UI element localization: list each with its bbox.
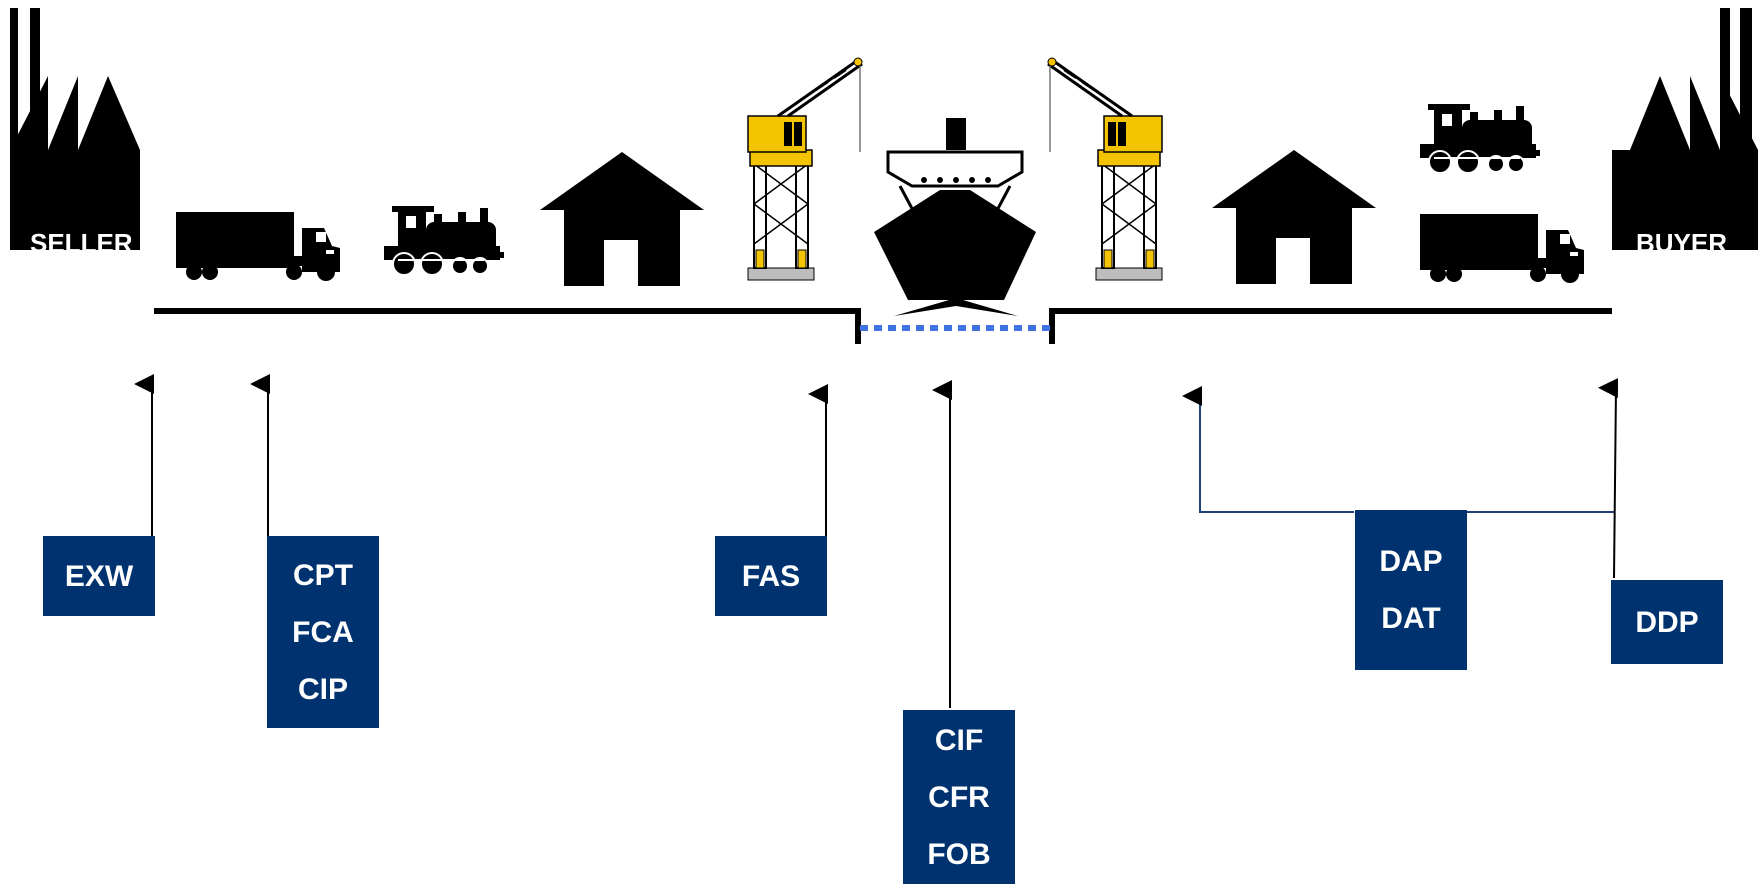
buyer-label: BUYER <box>1636 228 1728 258</box>
seller-factory-icon <box>10 8 140 250</box>
term-label: CIF <box>934 723 984 757</box>
term-box-exw: EXW <box>43 536 155 616</box>
loading-crane-icon <box>746 56 864 282</box>
truck-icon <box>176 212 340 281</box>
term-box-fas: FAS <box>715 536 827 616</box>
warehouse-icon <box>540 152 704 286</box>
term-label: FCA <box>292 615 354 649</box>
term-label: CFR <box>928 780 990 814</box>
term-label: DAP <box>1379 545 1443 578</box>
term-label: CPT <box>293 558 353 592</box>
seller-label: SELLER <box>30 228 133 258</box>
ddp-arrow <box>1598 378 1619 579</box>
term-label: FOB <box>927 837 991 871</box>
quay-line <box>154 308 1612 344</box>
term-label: DAT <box>1381 602 1441 635</box>
warehouse-icon <box>1212 150 1376 284</box>
term-box-ddp: DDP <box>1611 580 1723 664</box>
term-label: DDP <box>1635 605 1699 639</box>
arrows <box>134 374 1619 708</box>
buyer-factory-icon <box>1612 8 1758 250</box>
term-box-cif-cfr-fob: CIF CFR FOB <box>903 710 1015 884</box>
truck-icon <box>1420 214 1584 283</box>
term-box-dap-dat: DAP DAT <box>1355 510 1467 670</box>
term-box-cpt-fca-cip: CPT FCA CIP <box>267 536 379 728</box>
term-label: EXW <box>64 559 134 593</box>
unloading-crane-icon <box>1046 56 1164 282</box>
term-label: FAS <box>741 559 801 593</box>
ship-icon <box>874 118 1036 316</box>
train-icon <box>1419 103 1541 174</box>
train-icon <box>383 205 505 276</box>
dap-arrow <box>1182 386 1354 513</box>
term-label: CIP <box>297 672 348 706</box>
